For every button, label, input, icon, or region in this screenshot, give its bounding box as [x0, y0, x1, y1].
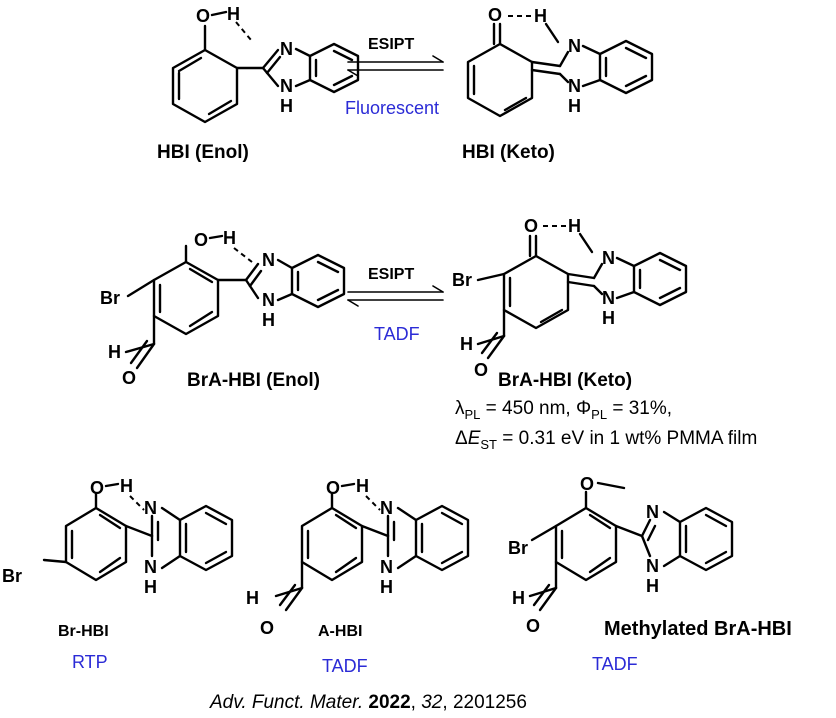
oxygen-atom: O	[196, 6, 210, 26]
nitrogen-atom: N	[144, 557, 157, 577]
bromine-atom: Br	[100, 288, 120, 308]
oxygen-atom: O	[260, 618, 274, 638]
citation: Adv. Funct. Mater. 2022, 32, 2201256	[209, 692, 527, 713]
bra-hbi-enol-structure: O H Br H O N N H	[100, 228, 346, 388]
nitrogen-atom: N	[602, 288, 615, 308]
br-hbi-structure: O H Br N N H	[2, 476, 234, 597]
tadf-label: TADF	[322, 656, 368, 676]
hydrogen-atom: H	[356, 476, 369, 496]
nitrogen-atom: N	[380, 557, 393, 577]
fluorescent-label: Fluorescent	[345, 98, 439, 118]
nitrogen-atom: N	[380, 498, 393, 518]
nitrogen-atom: N	[262, 250, 275, 270]
nitrogen-atom: N	[262, 290, 275, 310]
oxygen-atom: O	[194, 230, 208, 250]
oxygen-atom: O	[580, 474, 594, 494]
hbi-keto-structure: O H N N H	[466, 5, 654, 118]
citation-journal: Adv. Funct. Mater.	[209, 692, 363, 713]
bra-hbi-enol-label: BrA-HBI (Enol)	[187, 370, 320, 391]
citation-volume: 32	[421, 692, 443, 713]
oxygen-atom: O	[122, 368, 136, 388]
oxygen-atom: O	[526, 616, 540, 636]
hydrogen-atom: H	[534, 6, 547, 26]
hydrogen-atom: H	[144, 577, 157, 597]
hydrogen-atom: H	[108, 342, 121, 362]
br-hbi-label: Br-HBI	[58, 623, 109, 640]
photophysics-line-1: λPL = 450 nm, ΦPL = 31%,	[455, 398, 672, 422]
methylated-bra-hbi-label: Methylated BrA-HBI	[604, 618, 792, 640]
hydrogen-atom: H	[223, 228, 236, 248]
a-hbi-structure: O H H O N N H	[246, 476, 470, 638]
hbi-keto-label: HBI (Keto)	[462, 142, 555, 163]
hydrogen-atom: H	[460, 334, 473, 354]
tadf-label: TADF	[374, 324, 420, 344]
hydrogen-atom: H	[227, 4, 240, 24]
esipt-label: ESIPT	[368, 266, 414, 283]
oxygen-atom: O	[326, 478, 340, 498]
hbi-enol-label: HBI (Enol)	[157, 142, 249, 163]
photophysics-line-2: ΔEST = 0.31 eV in 1 wt% PMMA film	[455, 428, 757, 452]
nitrogen-atom: N	[144, 498, 157, 518]
a-hbi-label: A-HBI	[318, 623, 362, 640]
nitrogen-atom: N	[568, 76, 581, 96]
rtp-label: RTP	[72, 652, 108, 672]
hydrogen-atom: H	[120, 476, 133, 496]
bromine-atom: Br	[508, 538, 528, 558]
oxygen-atom: O	[474, 360, 488, 380]
bra-hbi-keto-label: BrA-HBI (Keto)	[498, 370, 632, 391]
hydrogen-atom: H	[568, 96, 581, 116]
citation-pages: 2201256	[453, 692, 527, 713]
nitrogen-atom: N	[280, 76, 293, 96]
nitrogen-atom: N	[646, 502, 659, 522]
bromine-atom: Br	[452, 270, 472, 290]
hydrogen-atom: H	[246, 588, 259, 608]
bra-hbi-keto-structure: O H Br H O N N H	[452, 216, 688, 380]
oxygen-atom: O	[488, 5, 502, 25]
hydrogen-atom: H	[646, 576, 659, 596]
nitrogen-atom: N	[568, 36, 581, 56]
hbi-enol-structure: O H N N H	[171, 4, 360, 124]
bromine-atom: Br	[2, 566, 22, 586]
hydrogen-atom: H	[512, 588, 525, 608]
hydrogen-atom: H	[568, 216, 581, 236]
hydrogen-atom: H	[380, 577, 393, 597]
citation-year: 2022	[368, 692, 410, 713]
hydrogen-atom: H	[280, 96, 293, 116]
oxygen-atom: O	[90, 478, 104, 498]
equilibrium-arrow	[347, 285, 444, 307]
nitrogen-atom: N	[280, 39, 293, 59]
hydrogen-atom: H	[262, 310, 275, 330]
equilibrium-arrow	[347, 55, 444, 77]
nitrogen-atom: N	[602, 248, 615, 268]
tadf-label: TADF	[592, 654, 638, 674]
methylated-bra-hbi-structure: O Br H O N N H	[508, 474, 734, 636]
oxygen-atom: O	[524, 216, 538, 236]
nitrogen-atom: N	[646, 556, 659, 576]
hydrogen-atom: H	[602, 308, 615, 328]
esipt-label: ESIPT	[368, 36, 414, 53]
